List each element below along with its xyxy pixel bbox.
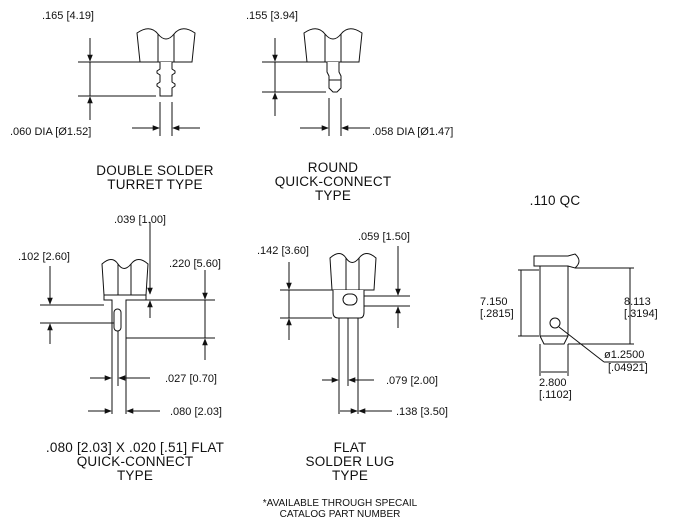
caption-solder-lug-line-2: SOLDER LUG <box>305 454 395 469</box>
dim-flatqc-width: .080 [2.03] <box>170 406 222 418</box>
solder-lug-dimension-lines <box>280 246 410 414</box>
dim-turret-height: .165 [4.19] <box>42 10 94 22</box>
caption-turret: DOUBLE SOLDER TURRET TYPE <box>80 164 230 192</box>
solder-lug-terminal-drawing <box>330 254 376 371</box>
dim-round-height: .155 [3.94] <box>246 10 298 22</box>
caption-qc110-title: .110 QC <box>529 193 581 208</box>
footnote-line-1: *AVAILABLE THROUGH SPECAIL <box>262 498 418 509</box>
dim-qc110-left-in: [.2815] <box>480 308 514 320</box>
dim-flatqc-thickness: .027 [0.70] <box>165 373 217 385</box>
dim-flatqc-top: .039 [1.00] <box>114 214 166 226</box>
turret-dimension-lines <box>78 38 200 136</box>
dim-lug-top: .059 [1.50] <box>358 231 410 243</box>
caption-turret-line-2: TURRET TYPE <box>107 177 203 192</box>
dim-round-diameter: .058 DIA [Ø1.47] <box>372 126 454 138</box>
qc110-terminal-drawing <box>534 254 579 344</box>
dim-lug-width: .138 [3.50] <box>396 406 448 418</box>
caption-turret-line-1: DOUBLE SOLDER <box>96 163 214 178</box>
dim-lug-left: .142 [3.60] <box>257 245 309 257</box>
footnote: *AVAILABLE THROUGH SPECAIL CATALOG PART … <box>240 498 440 520</box>
caption-flat-qc-line-1: .080 [2.03] X .020 [.51] FLAT <box>45 440 225 455</box>
round-qc-dimension-lines <box>262 38 370 136</box>
caption-flat-qc: .080 [2.03] X .020 [.51] FLAT QUICK-CONN… <box>20 441 250 483</box>
caption-round: ROUND QUICK-CONNECT TYPE <box>258 161 408 203</box>
caption-round-line-1: ROUND <box>307 160 359 175</box>
dim-qc110-width-mm: 2.800 <box>539 377 567 389</box>
caption-solder-lug-line-1: FLAT <box>333 440 367 455</box>
dim-flatqc-right: .220 [5.60] <box>169 258 221 270</box>
caption-flat-qc-line-3: TYPE <box>116 468 154 483</box>
flat-qc-dimension-lines <box>40 222 215 414</box>
caption-solder-lug-line-3: TYPE <box>331 468 369 483</box>
round-qc-terminal-drawing <box>304 29 362 92</box>
caption-solder-lug: FLAT SOLDER LUG TYPE <box>285 441 415 483</box>
dim-lug-thickness: .079 [2.00] <box>386 375 438 387</box>
dim-flatqc-left: .102 [2.60] <box>18 251 70 263</box>
dim-qc110-right-mm: 8.113 <box>624 296 651 308</box>
dim-qc110-hole-in: [.04921] <box>608 362 648 374</box>
flat-qc-terminal-drawing <box>102 260 148 371</box>
dim-turret-diameter: .060 DIA [Ø1.52] <box>10 126 92 138</box>
qc110-dimension-lines <box>518 268 646 376</box>
dim-qc110-hole-mm: ø1.2500 <box>604 349 645 361</box>
dim-qc110-width-in: [.1102] <box>539 389 572 401</box>
footnote-line-2: CATALOG PART NUMBER <box>279 509 401 520</box>
dim-qc110-left-mm: 7.150 <box>480 296 508 308</box>
caption-flat-qc-line-2: QUICK-CONNECT <box>76 454 194 469</box>
turret-terminal-drawing <box>137 29 195 96</box>
caption-round-line-3: TYPE <box>314 188 352 203</box>
dim-qc110-right-in: [.3194] <box>624 308 658 320</box>
caption-round-line-2: QUICK-CONNECT <box>274 174 392 189</box>
